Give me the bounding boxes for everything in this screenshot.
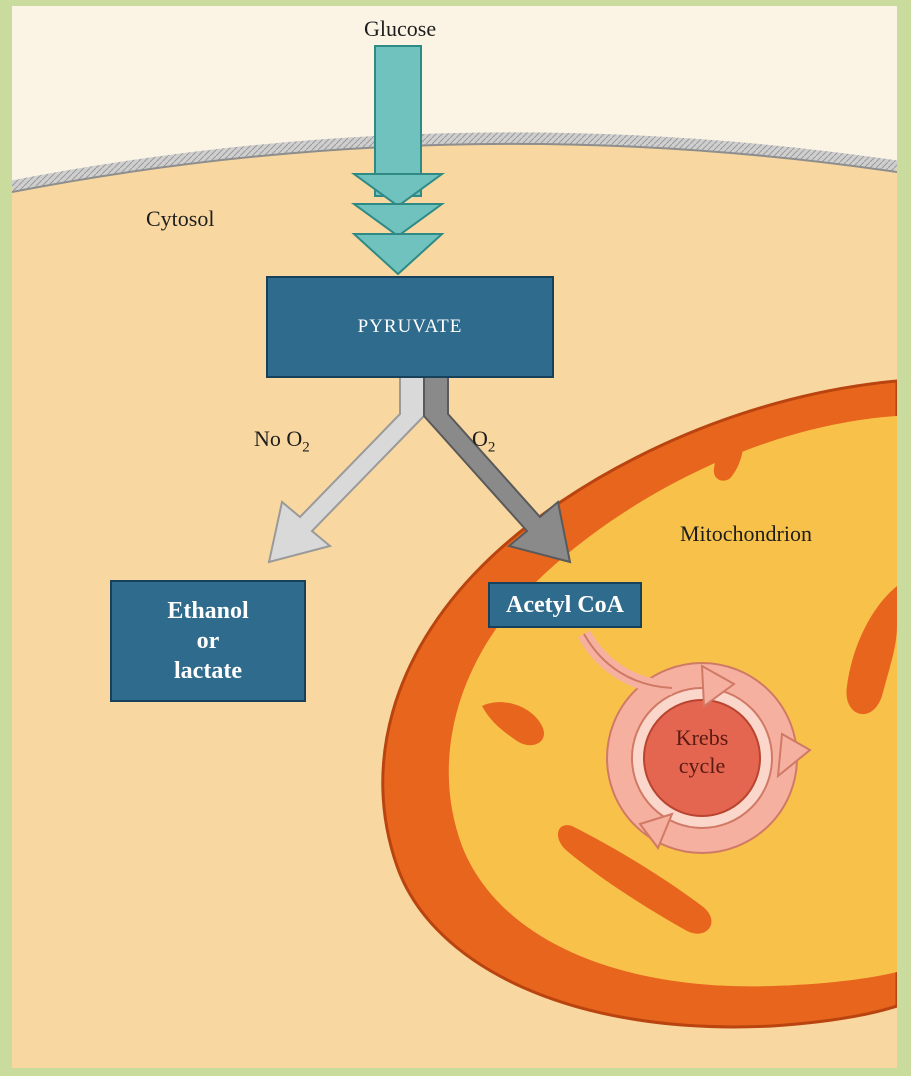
oxygen-subscript: 2 — [488, 439, 496, 455]
pyruvate-box: PYRUVATE — [266, 276, 554, 378]
acetyl-coa-box: Acetyl CoA — [488, 582, 642, 628]
mitochondrion-label: Mitochondrion — [680, 521, 812, 547]
figure-frame: Glucose Cytosol Mitochondrion No O2 O2 P… — [12, 6, 897, 1068]
cytosol-label: Cytosol — [146, 206, 214, 232]
acetyl-coa-label: Acetyl CoA — [506, 590, 624, 620]
krebs-cycle-label: Krebs cycle — [652, 724, 752, 780]
fermentation-product-box: Ethanol or lactate — [110, 580, 306, 702]
no-oxygen-subscript: 2 — [302, 439, 310, 455]
oxygen-label: O2 — [472, 426, 495, 456]
no-oxygen-label: No O2 — [254, 426, 310, 456]
no-oxygen-text: No O — [254, 426, 302, 451]
oxygen-text: O — [472, 426, 488, 451]
pyruvate-label: PYRUVATE — [358, 312, 463, 342]
fermentation-product-label: Ethanol or lactate — [167, 596, 248, 686]
glucose-label: Glucose — [364, 16, 436, 42]
